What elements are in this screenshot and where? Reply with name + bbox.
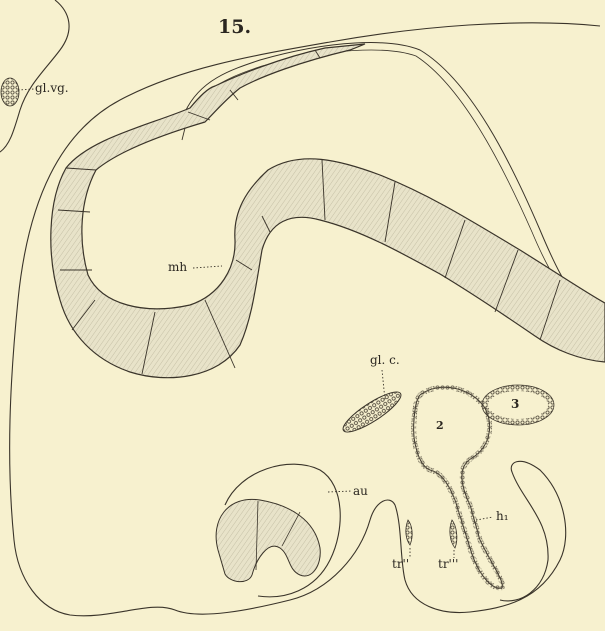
label-mh: mh [168, 261, 187, 273]
tr-a-body [406, 520, 412, 545]
h1-leader [476, 517, 493, 520]
au-body [216, 499, 320, 581]
label-tr-b: tr''' [438, 558, 458, 570]
gl-vg-leader [18, 89, 34, 90]
label-3: 3 [511, 398, 519, 410]
mh-leader [193, 266, 222, 268]
label-gl-c: gl. c. [370, 354, 400, 366]
au-leader [328, 491, 352, 492]
label-tr-a: tr'' [392, 558, 409, 570]
neural-tube-band [51, 44, 605, 378]
figure-number: 15. [218, 16, 251, 38]
label-2: 2 [436, 420, 444, 431]
gl-vg-body [1, 78, 19, 106]
label-gl-vg: gl.vg. [35, 82, 69, 94]
tr-b-body [450, 520, 457, 548]
label-au: au [353, 485, 368, 497]
label-h1: h₁ [496, 510, 509, 522]
gl-c-body [339, 386, 406, 438]
top-left-contour [0, 0, 69, 152]
